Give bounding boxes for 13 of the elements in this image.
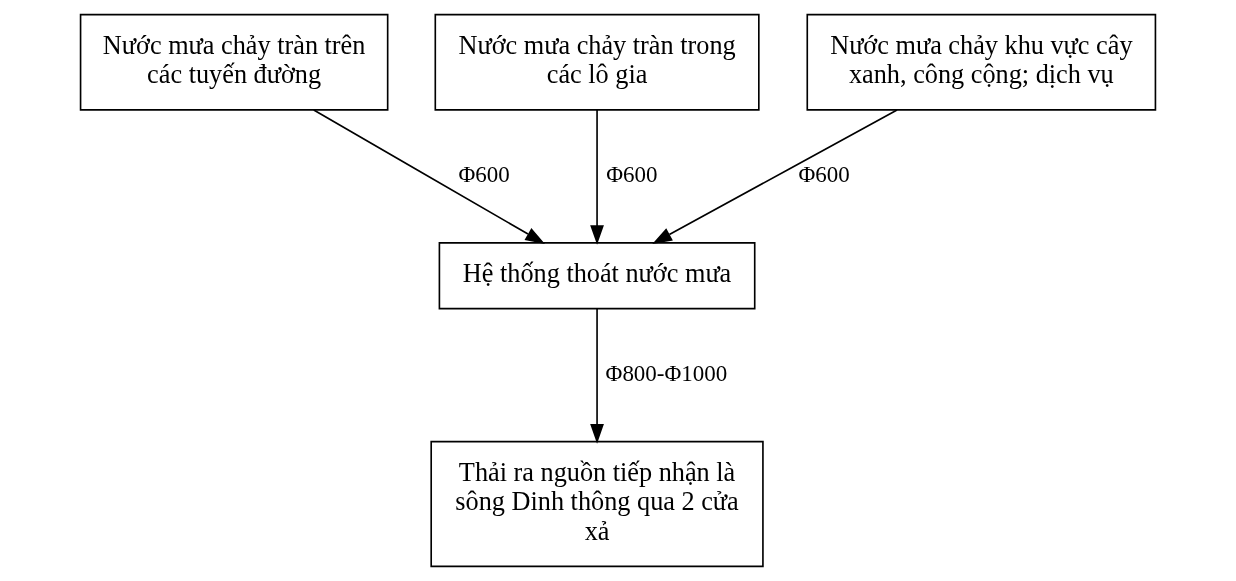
node-box: Nước mưa chảy khu vực cây xanh, công cộng; dịch vụ — [806, 13, 1157, 111]
edge-label: Φ800-Φ1000 — [605, 361, 728, 387]
edge-label: Φ600 — [606, 162, 658, 188]
node-box: Hệ thống thoát nước mưa — [438, 242, 756, 310]
arrow — [590, 307, 604, 444]
arrow — [312, 109, 545, 244]
node-box: Thải ra nguồn tiếp nhận là sông Dinh thông qua 2 cửa xả — [430, 440, 764, 568]
edge-label: Φ600 — [458, 162, 510, 188]
edge-label: Φ600 — [798, 162, 850, 188]
node-box: Nước mưa chảy tràn trong các lô gia — [434, 13, 760, 111]
arrow — [652, 109, 898, 244]
arrow — [590, 109, 604, 245]
node-box: Nước mưa chảy tràn trên các tuyến đường — [79, 13, 389, 111]
